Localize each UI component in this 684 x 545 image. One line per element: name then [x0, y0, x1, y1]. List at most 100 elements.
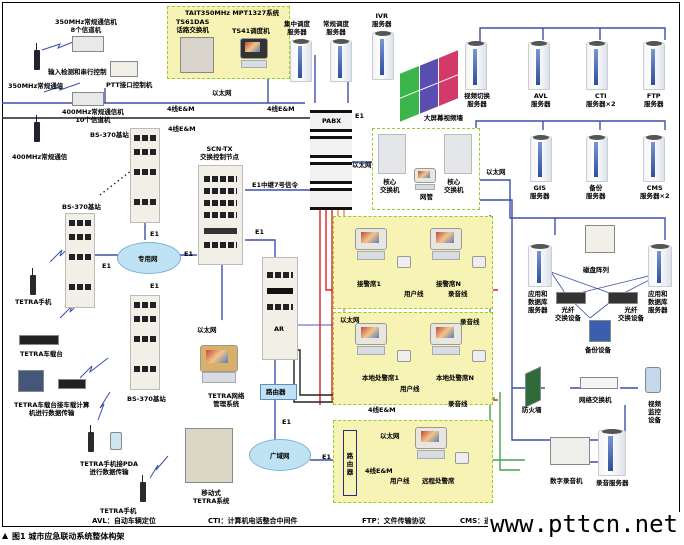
- netmgmt-pc: [414, 168, 436, 190]
- bs-370-station-2[interactable]: [65, 213, 95, 308]
- repeater-400-label: 400MHz常规通信机 10个信道机: [62, 108, 124, 124]
- dispatch-seat-n-pc[interactable]: [430, 323, 462, 355]
- user-line-label-remote: 用户线: [390, 477, 410, 485]
- four-wire-label-dispatch: 4线E&M: [368, 406, 396, 414]
- server-cti[interactable]: [586, 41, 608, 90]
- e1-label-bs2: E1: [102, 262, 111, 270]
- four-wire-label-mid: 4线E&M: [267, 105, 295, 113]
- digital-recorder-label: 数字录音机: [550, 477, 583, 485]
- server-label-centralized-dispatch: 集中调度 服务器: [284, 20, 310, 36]
- dispatch-seat-n-label: 本地处警席N: [436, 374, 474, 382]
- private-network-cloud: [118, 243, 180, 273]
- remote-seat-label: 远程处警席: [422, 477, 455, 485]
- record-line-label-3: 录音线: [448, 400, 468, 408]
- backup-device-label: 备份设备: [585, 346, 611, 354]
- disk-array[interactable]: [585, 225, 615, 253]
- e1-label-remote: E1: [322, 453, 331, 461]
- ethernet-label-top: 以太网: [212, 89, 232, 97]
- ptt-interface-label: PTT接口控制机: [106, 81, 153, 89]
- record-line-label-2: 录音线: [460, 318, 480, 326]
- remote-router-label: 路由器: [346, 452, 354, 476]
- video-monitor-device[interactable]: [645, 367, 661, 393]
- app-db-server-2[interactable]: [648, 244, 672, 287]
- call-seat-n-label: 接警席N: [436, 280, 461, 288]
- server-label-ivr: IVR 服务器: [372, 12, 392, 28]
- tetra-mgmt-pc: [200, 345, 238, 383]
- tetra-vehicle-pc-label: TETRA车载台接车载计算 机进行数据传输: [14, 401, 90, 417]
- network-switch-label: 网络交换机: [579, 396, 612, 404]
- ar-router-rack[interactable]: [262, 257, 298, 360]
- tetra-handset-label: TETRA手机: [15, 298, 52, 306]
- core-switch-b[interactable]: [444, 134, 472, 174]
- server-ivr[interactable]: [372, 31, 394, 80]
- app-db-server-2-label: 应用和 数据库 服务器: [648, 290, 668, 314]
- call-seat-n-phone: [472, 256, 486, 268]
- server-backup[interactable]: [586, 135, 608, 182]
- core-switch-a[interactable]: [378, 134, 406, 174]
- digital-recorder-device[interactable]: [550, 437, 590, 465]
- pabx-label: PABX: [322, 117, 342, 125]
- remote-seat-pc[interactable]: [415, 427, 447, 459]
- storage-mesh: [550, 271, 666, 319]
- core-switch-a-label: 核心 交换机: [380, 178, 400, 194]
- fiber-switch-2[interactable]: [608, 292, 638, 304]
- user-line-label-1: 用户线: [404, 290, 424, 298]
- server-video-switch[interactable]: [465, 41, 487, 90]
- legend-ftp: FTP：文件传输协议: [362, 517, 426, 525]
- router-label: 路由器: [266, 388, 286, 396]
- scn-label: SCN-TX 交换控制节点: [200, 145, 239, 161]
- server-conventional-dispatch[interactable]: [330, 39, 352, 82]
- call-seat-1-phone: [397, 256, 411, 268]
- fiber-switch-1-label: 光纤 交换设备: [555, 306, 581, 322]
- scn-tx-node[interactable]: [198, 165, 243, 265]
- ethernet-label-mgmt: 以太网: [197, 326, 217, 334]
- server-ftp[interactable]: [643, 41, 665, 90]
- ethernet-label-dispatch: 以太网: [340, 316, 360, 324]
- network-switch-device[interactable]: [580, 377, 618, 389]
- ethernet-right-mid: [475, 120, 666, 144]
- tetra-vehicle-label: TETRA车载台: [20, 350, 63, 358]
- router-device[interactable]: [260, 384, 297, 400]
- vehicle-radio: [58, 379, 86, 389]
- bs-370-station-3[interactable]: [130, 295, 160, 390]
- server-label-cti: CTI 服务器×2: [586, 92, 616, 108]
- tetra-handset-icon: [30, 268, 36, 295]
- server-label-video-switch: 视频切换 服务器: [464, 92, 490, 108]
- e1-label-pabx: E1: [355, 112, 364, 120]
- bs-370-station-1[interactable]: [130, 128, 160, 223]
- e1-bs-links: [95, 222, 197, 256]
- mpt-switch-device: [180, 37, 214, 73]
- backup-device[interactable]: [589, 320, 611, 342]
- four-wire-label-left: 4线E&M: [167, 105, 195, 113]
- server-gis[interactable]: [530, 135, 552, 182]
- core-switch-b-label: 核心 交换机: [444, 178, 464, 194]
- ethernet-label-remote: 以太网: [380, 432, 400, 440]
- private-network-label: 专用网: [138, 255, 158, 263]
- ethernet-right-top: [479, 27, 666, 90]
- tetra-vehicle-device: [19, 335, 59, 345]
- call-seat-1-pc[interactable]: [355, 228, 387, 260]
- fiber-switch-2-label: 光纤 交换设备: [618, 306, 644, 322]
- e1-relay-label: E1中继7号信令: [252, 181, 298, 189]
- record-line-label-1: 录音线: [448, 290, 468, 298]
- bs-label-3: BS-370基站: [127, 395, 166, 403]
- legend-avl: AVL：自动车辆定位: [92, 517, 156, 525]
- call-seat-n-pc[interactable]: [430, 228, 462, 260]
- app-db-server-1[interactable]: [528, 244, 552, 287]
- server-label-avl: AVL 服务器: [531, 92, 551, 108]
- server-cms[interactable]: [643, 135, 665, 182]
- ethernet-label-core: 以太网: [486, 168, 506, 176]
- bs-label-2: BS-370基站: [62, 203, 101, 211]
- mpt-switch-label: TS61DAS 话路交换机: [176, 18, 210, 34]
- dispatch-seat-1-pc[interactable]: [355, 323, 387, 355]
- fiber-switch-1[interactable]: [556, 292, 586, 304]
- remote-router-device[interactable]: [343, 430, 357, 496]
- ethernet-to-storage: [476, 179, 666, 240]
- server-avl[interactable]: [528, 41, 550, 90]
- ethernet-backbone: [2, 55, 349, 104]
- pabx-stack[interactable]: [310, 110, 352, 210]
- e1-label-scn: E1: [255, 228, 264, 236]
- server-centralized-dispatch[interactable]: [290, 39, 312, 82]
- tetra-handset-pda-icon: [88, 425, 94, 452]
- recorder-server[interactable]: [598, 429, 626, 476]
